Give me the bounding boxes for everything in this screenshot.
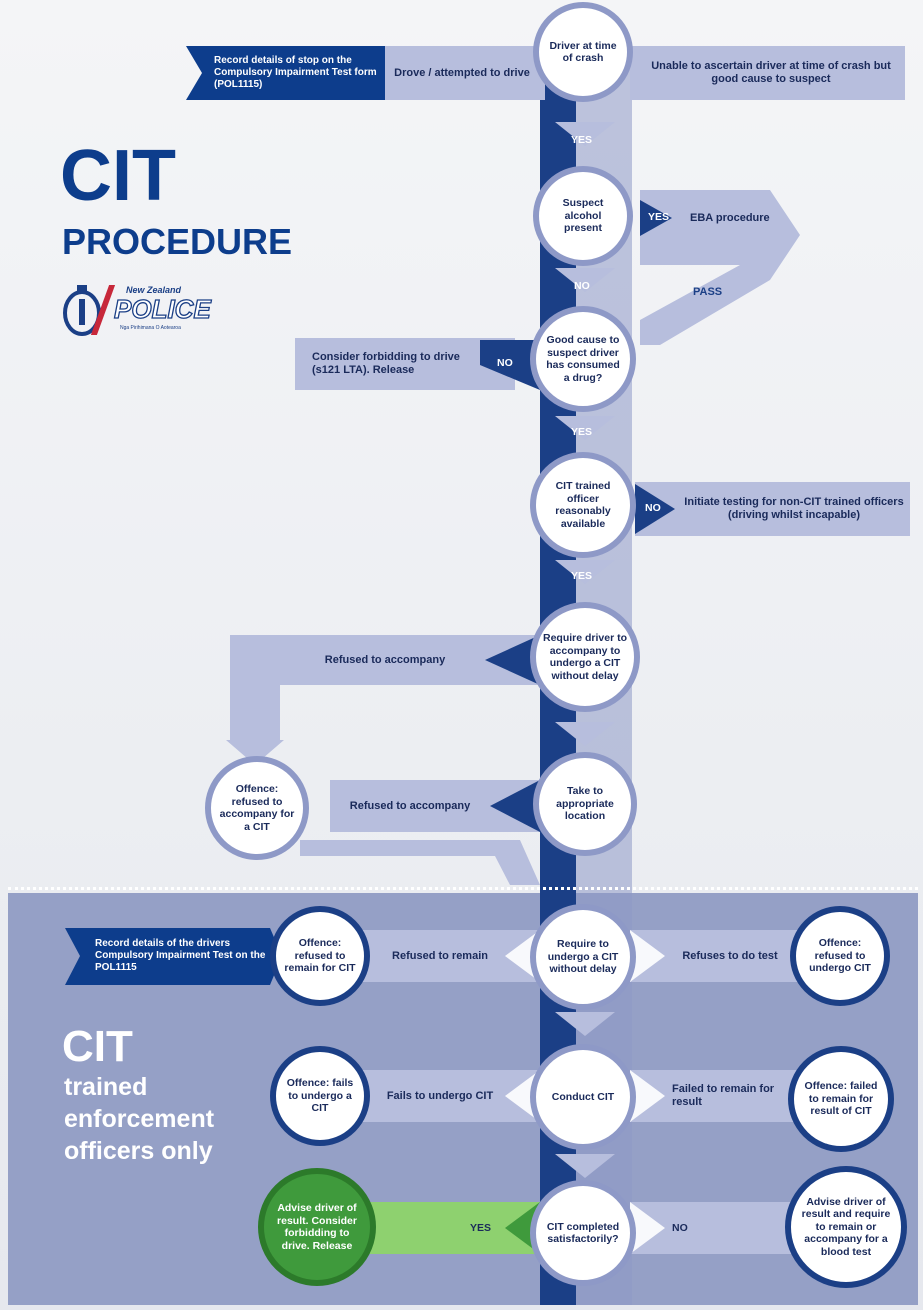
no-arrow	[480, 340, 540, 390]
arrow-left-icon	[490, 780, 540, 832]
no-arrow	[635, 484, 675, 534]
answer-no: NO	[497, 357, 513, 369]
lower-title-enforcement: enforcement	[64, 1105, 215, 1133]
step-cit-completed: CIT completed satisfactorily?	[530, 1180, 636, 1286]
step-driver-at-crash: Driver at time of crash	[533, 2, 633, 102]
logo-line3: Nga Pirihimana O Aotearoa	[120, 325, 181, 331]
unable-label: Unable to ascertain driver at time of cr…	[651, 60, 891, 85]
answer-yes: YES	[571, 570, 593, 582]
pass-label: PASS	[693, 285, 723, 298]
chevron-down-icon	[226, 740, 284, 765]
section-divider	[8, 887, 918, 890]
answer-yes: YES	[470, 1222, 492, 1234]
answer-yes: YES	[648, 211, 670, 223]
refused-accompany-drop	[230, 705, 280, 740]
lower-title-cit: CIT	[62, 1022, 133, 1071]
eba-band	[640, 190, 800, 345]
answer-no: NO	[574, 280, 590, 292]
fails-undergo-label: Fails to undergo CIT	[386, 1089, 494, 1102]
chevron-down-icon	[555, 268, 615, 292]
refused-accompany-band-1	[230, 635, 540, 705]
forbid-band	[295, 338, 515, 390]
refused-accompany-label-2: Refused to accompany	[349, 799, 471, 812]
chevron-down-icon	[555, 416, 615, 440]
step-require-accompany: Require driver to accompany to undergo a…	[530, 602, 640, 712]
answer-no: NO	[645, 502, 661, 514]
failed-remain-label: Failed to remain for result	[672, 1083, 775, 1108]
outcome-offence-remain: Offence: refused to remain for CIT	[270, 906, 370, 1006]
chevron-down-icon	[555, 1154, 615, 1178]
initiate-label: Initiate testing for non-CIT trained off…	[684, 496, 904, 521]
step-take-location: Take to appropriate location	[533, 752, 637, 856]
drove-band	[385, 46, 545, 100]
refused-accompany-label-1: Refused to accompany	[324, 653, 446, 666]
answer-yes: YES	[571, 134, 593, 146]
record-top-arrow	[186, 46, 385, 100]
lower-title-trained: trained	[64, 1073, 148, 1101]
answer-yes: YES	[571, 426, 593, 438]
record-bottom-label: Record details of the drivers Compulsory…	[95, 938, 266, 973]
yes-arrow	[640, 200, 672, 236]
answer-no: NO	[672, 1222, 688, 1234]
logo-police: POLICE	[113, 294, 211, 324]
logo-line1: New Zealand	[126, 285, 182, 295]
arrow-right-icon	[630, 1070, 665, 1122]
record-top-label: Record details of stop on the Compulsory…	[214, 55, 377, 90]
arrow-left-icon	[485, 635, 540, 685]
chevron-down-icon	[555, 560, 615, 584]
chevron-down-icon	[555, 1012, 615, 1036]
outcome-advise-result: Advise driver of result. Consider forbid…	[258, 1168, 376, 1286]
outcome-offence-accompany: Offence: refused to accompany for a CIT	[205, 756, 309, 860]
refuses-test-label: Refuses to do test	[682, 949, 778, 962]
step-suspect-alcohol: Suspect alcohol present	[533, 166, 633, 266]
lower-title-officers: officers only	[64, 1137, 213, 1165]
chevron-down-icon	[555, 122, 615, 146]
step-officer-available: CIT trained officer reasonably available	[530, 452, 636, 558]
initiate-band	[635, 482, 910, 536]
chevron-down-icon	[555, 722, 615, 746]
drove-label: Drove / attempted to drive	[394, 66, 530, 79]
step-conduct-cit: Conduct CIT	[530, 1044, 636, 1150]
outcome-offence-fails: Offence: fails to undergo a CIT	[270, 1046, 370, 1146]
return-band	[300, 840, 540, 885]
arrow-right-icon	[630, 1202, 665, 1254]
record-bottom-arrow	[65, 928, 282, 985]
step-suspect-drug: Good cause to suspect driver has consume…	[530, 306, 636, 412]
outcome-advise-blood: Advise driver of result and require to r…	[785, 1166, 907, 1288]
step-require-undergo: Require to undergo a CIT without delay	[530, 904, 636, 1010]
eba-label: EBA procedure	[690, 211, 770, 224]
forbid-label: Consider forbidding to drive (s121 LTA).…	[312, 351, 460, 376]
outcome-offence-undergo: Offence: refused to undergo CIT	[790, 906, 890, 1006]
title-cit: CIT	[60, 136, 176, 216]
police-logo: New Zealand POLICE Nga Pirihimana O Aote…	[60, 283, 230, 343]
unable-band	[630, 46, 905, 100]
outcome-offence-result: Offence: failed to remain for result of …	[788, 1046, 894, 1152]
arrow-right-icon	[630, 930, 665, 982]
refused-remain-label: Refused to remain	[392, 949, 488, 962]
title-procedure: PROCEDURE	[62, 221, 293, 262]
